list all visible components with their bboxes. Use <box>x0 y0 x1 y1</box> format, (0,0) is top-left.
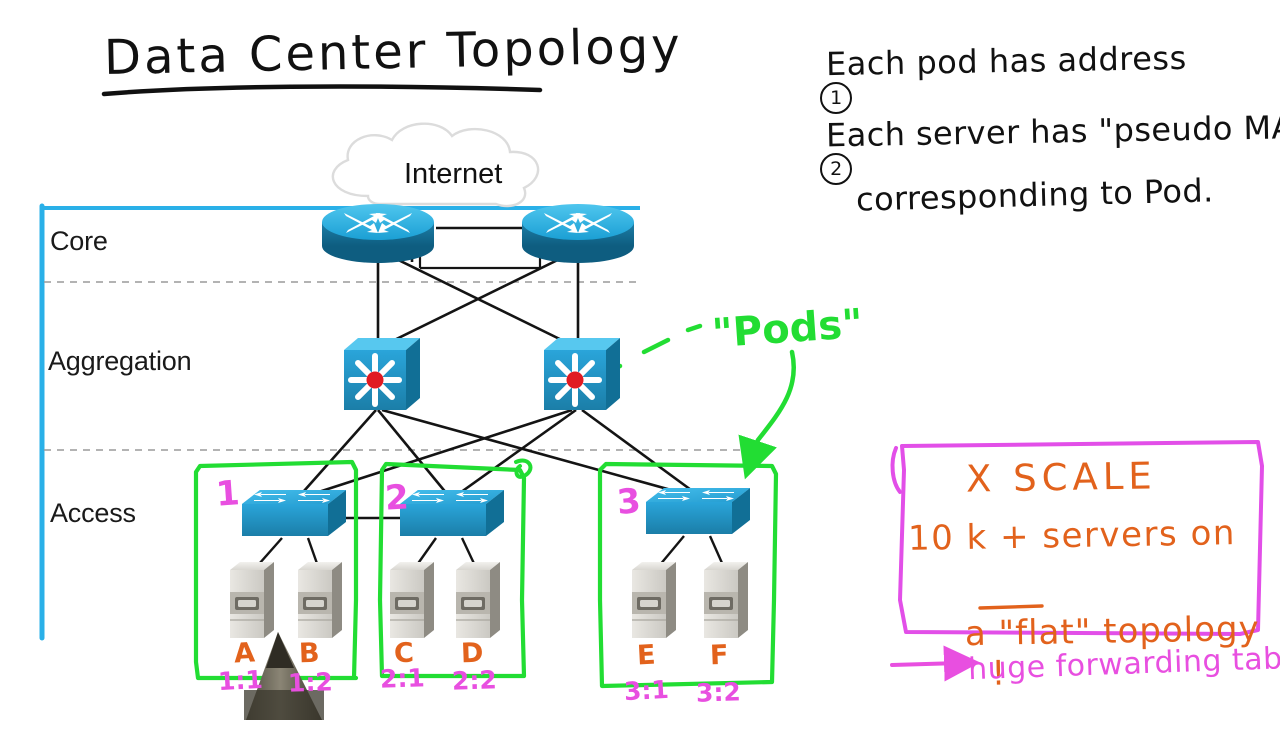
scale-line-3-a: a " <box>964 613 1016 655</box>
server-a <box>229 561 275 639</box>
internet-cloud <box>331 122 540 208</box>
server-address-b: 1:2 <box>287 667 334 698</box>
aggregation-switch-2 <box>544 338 620 410</box>
server-address-c: 2:1 <box>379 663 426 694</box>
access-switch-pod3 <box>646 488 750 534</box>
server-f <box>703 561 749 639</box>
server-label-f: F <box>709 639 729 672</box>
pod-squiggle <box>514 458 533 479</box>
note-text-2: Each server has "pseudo MAC" <box>825 107 1280 155</box>
scale-box-outline <box>898 440 1264 636</box>
access-switch-pod2 <box>400 490 504 536</box>
pod-number-2: 2 <box>383 477 410 519</box>
topology-diagram <box>39 84 1264 720</box>
server-address-f: 3:2 <box>695 677 742 708</box>
pods-arrow <box>738 349 796 480</box>
layer-guides <box>39 203 760 641</box>
stylus-tip <box>244 632 324 720</box>
scale-line-2: 10 k + servers on <box>907 513 1237 559</box>
layer-label-aggregation: Aggregation <box>48 346 192 376</box>
pod-outline-2 <box>377 461 527 679</box>
internet-label: Internet <box>404 158 503 190</box>
server-address-e: 3:1 <box>623 674 670 707</box>
footnote-arrow <box>890 645 980 682</box>
scale-box-flourish <box>890 446 902 494</box>
server-address-a: 1:1 <box>217 664 264 697</box>
note-marker-1: 1 <box>782 42 853 149</box>
note-text-1: Each pod has address <box>825 38 1188 84</box>
title-underline <box>101 84 543 97</box>
aggregation-switch-1 <box>344 338 420 410</box>
flat-underline <box>978 604 1044 610</box>
server-e <box>631 561 677 639</box>
server-label-e: E <box>636 639 657 672</box>
core-router-2 <box>522 204 634 263</box>
server-label-b: B <box>298 637 321 670</box>
layer-label-core: Core <box>50 226 108 256</box>
note-marker-2: 2 <box>782 113 853 220</box>
server-c <box>389 561 435 639</box>
agg-access-links <box>295 408 703 502</box>
server-label-d: D <box>460 637 484 670</box>
access-switch-pod1 <box>242 490 346 536</box>
whiteboard-canvas: Data Center Topology Core Aggregation Ac… <box>39 18 1280 720</box>
layer-label-access: Access <box>50 498 136 528</box>
scale-headline: X SCALE <box>965 454 1158 501</box>
server-address-d: 2:2 <box>451 665 498 696</box>
scale-line-3-flat: flat <box>1014 612 1076 654</box>
server-d <box>455 561 501 639</box>
server-b <box>297 561 343 639</box>
core-router-1 <box>322 204 434 263</box>
pod-number-1: 1 <box>214 473 242 515</box>
pod-number-3: 3 <box>615 481 643 523</box>
